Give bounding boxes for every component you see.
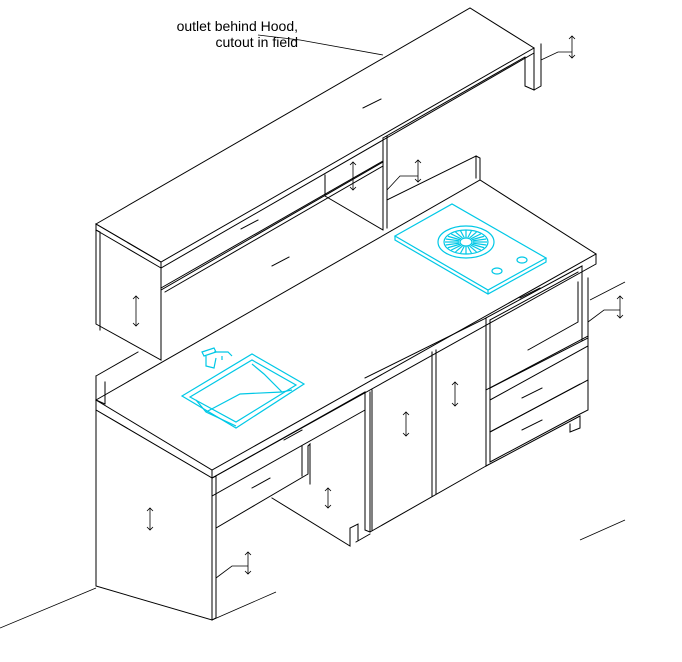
burner-spoke xyxy=(445,238,460,242)
drawer-cabinet xyxy=(485,265,624,467)
annotation-label: outlet behind Hood, cutout in field xyxy=(138,18,298,50)
burner-spoke xyxy=(472,242,487,246)
annotation-leader xyxy=(257,34,384,56)
annotation-line-2: cutout in field xyxy=(215,34,299,50)
burner-spoke xyxy=(470,233,482,240)
burner-spoke xyxy=(460,230,465,238)
burner-spoke xyxy=(472,238,487,242)
burner-icon xyxy=(437,225,495,259)
countertop xyxy=(95,179,597,479)
hot-plate xyxy=(393,203,548,295)
door-cabinet xyxy=(355,317,487,543)
burner-spoke xyxy=(447,243,461,249)
sink xyxy=(180,353,306,429)
annotation-line-1: outlet behind Hood, xyxy=(176,18,298,34)
burner-spoke xyxy=(469,231,477,239)
burner-spoke xyxy=(467,246,472,254)
burner-spoke xyxy=(460,246,465,254)
burner-spoke xyxy=(455,245,463,253)
burner-spoke xyxy=(447,235,461,241)
burner-spoke xyxy=(467,230,472,238)
left-leg-panel xyxy=(95,409,252,621)
knee-space-back xyxy=(271,442,359,547)
burner-spoke xyxy=(450,244,462,251)
faucet-icon xyxy=(201,347,233,369)
burner-spoke xyxy=(455,231,463,239)
burner-spoke xyxy=(471,243,485,249)
upper-hutch xyxy=(95,7,576,361)
burner-spoke xyxy=(471,235,485,241)
burner-spoke xyxy=(450,233,462,240)
room-lines xyxy=(0,281,626,629)
burner-spoke xyxy=(445,242,460,246)
control-knob-icon xyxy=(491,256,528,275)
burner-spoke xyxy=(469,245,477,253)
burner-spoke xyxy=(470,244,482,251)
